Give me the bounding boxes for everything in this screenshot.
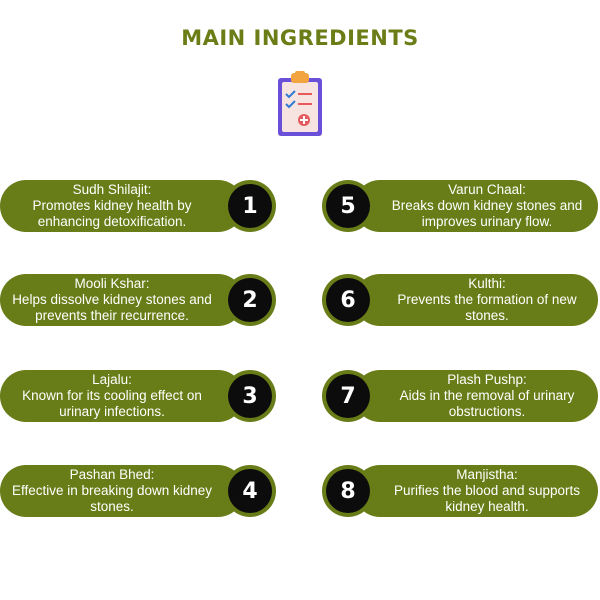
ingredient-pill: Plash Pushp: Aids in the removal of urin… — [354, 370, 598, 422]
ingredient-number: 7 — [326, 374, 370, 418]
ingredient-name: Mooli Kshar: — [74, 276, 150, 291]
ingredient-number: 5 — [326, 184, 370, 228]
ingredient-pill: Kulthi: Prevents the formation of new st… — [354, 274, 598, 326]
ingredient-pill: Manjistha: Purifies the blood and suppor… — [354, 465, 598, 517]
ingredient-number: 4 — [228, 469, 272, 513]
page-title: MAIN INGREDIENTS — [181, 26, 419, 50]
clipboard-checklist-icon — [278, 71, 322, 136]
ingredient-number: 6 — [326, 278, 370, 322]
ingredient-desc: Effective in breaking down kidney stones… — [11, 483, 213, 514]
ingredient-name: Pashan Bhed: — [69, 467, 155, 482]
ingredient-name: Plash Pushp: — [447, 372, 527, 387]
ingredient-desc: Breaks down kidney stones and improves u… — [391, 198, 583, 229]
ingredient-pill: Pashan Bhed: Effective in breaking down … — [0, 465, 244, 517]
ingredient-desc: Helps dissolve kidney stones and prevent… — [12, 292, 212, 323]
ingredient-card-1: Sudh Shilajit: Promotes kidney health by… — [0, 180, 276, 232]
ingredient-card-5: Varun Chaal: Breaks down kidney stones a… — [322, 180, 598, 232]
ingredient-desc: Prevents the formation of new stones. — [397, 292, 577, 323]
ingredient-number: 8 — [326, 469, 370, 513]
ingredient-pill: Sudh Shilajit: Promotes kidney health by… — [0, 180, 244, 232]
ingredient-name: Sudh Shilajit: — [72, 182, 152, 197]
ingredient-desc: Aids in the removal of urinary obstructi… — [399, 388, 575, 419]
ingredient-number: 2 — [228, 278, 272, 322]
ingredient-name: Kulthi: — [468, 276, 506, 291]
ingredient-pill: Varun Chaal: Breaks down kidney stones a… — [354, 180, 598, 232]
ingredient-number: 1 — [228, 184, 272, 228]
ingredient-card-8: Manjistha: Purifies the blood and suppor… — [322, 465, 598, 517]
ingredient-pill: Lajalu: Known for its cooling effect on … — [0, 370, 244, 422]
ingredient-card-4: Pashan Bhed: Effective in breaking down … — [0, 465, 276, 517]
ingredient-card-3: Lajalu: Known for its cooling effect on … — [0, 370, 276, 422]
ingredient-desc: Known for its cooling effect on urinary … — [22, 388, 202, 419]
ingredient-card-7: Plash Pushp: Aids in the removal of urin… — [322, 370, 598, 422]
ingredient-desc: Promotes kidney health by enhancing deto… — [32, 198, 192, 229]
ingredient-name: Varun Chaal: — [448, 182, 526, 197]
ingredient-name: Manjistha: — [456, 467, 518, 482]
ingredient-name: Lajalu: — [92, 372, 132, 387]
ingredient-card-6: Kulthi: Prevents the formation of new st… — [322, 274, 598, 326]
ingredient-pill: Mooli Kshar: Helps dissolve kidney stone… — [0, 274, 244, 326]
ingredient-number: 3 — [228, 374, 272, 418]
ingredient-desc: Purifies the blood and supports kidney h… — [393, 483, 581, 514]
ingredient-card-2: Mooli Kshar: Helps dissolve kidney stone… — [0, 274, 276, 326]
